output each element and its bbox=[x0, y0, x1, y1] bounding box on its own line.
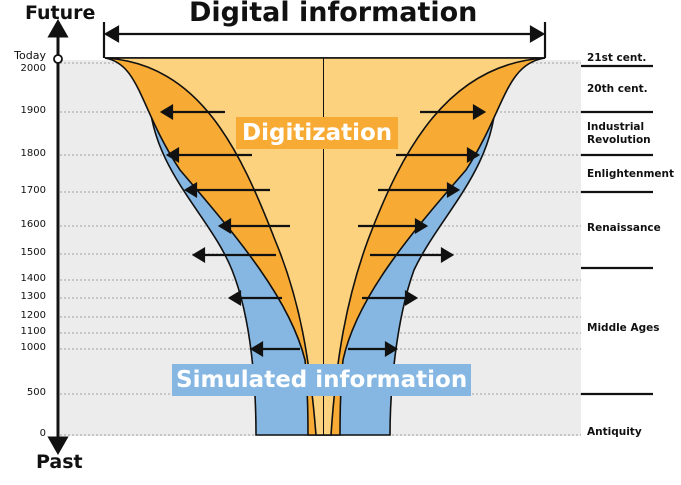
today-marker bbox=[53, 54, 63, 64]
year-label: 1100 bbox=[20, 326, 46, 337]
year-label: 0 bbox=[39, 428, 46, 439]
year-label: 1800 bbox=[20, 148, 46, 159]
era-ticks bbox=[581, 64, 653, 396]
right-digitization-arrows bbox=[348, 104, 487, 357]
era-label: 20th cent. bbox=[587, 83, 648, 95]
left-digitization-arrows bbox=[159, 104, 300, 357]
year-label: 500 bbox=[26, 387, 46, 398]
time-axis bbox=[47, 18, 69, 456]
year-label: 1300 bbox=[20, 291, 46, 302]
today-label: Today bbox=[14, 49, 46, 62]
year-label: 1500 bbox=[20, 247, 46, 258]
digitization-label: Digitization bbox=[236, 117, 399, 149]
year-label: 2000 bbox=[20, 63, 46, 74]
year-label: 1200 bbox=[20, 310, 46, 321]
digital-information-span-arrow bbox=[102, 22, 547, 58]
year-label: 1900 bbox=[20, 105, 46, 116]
digital-information-title: Digital information bbox=[189, 0, 478, 28]
era-label: Renaissance bbox=[587, 222, 661, 234]
era-label: 21st cent. bbox=[587, 52, 647, 64]
simulated-information-label: Simulated information bbox=[172, 364, 472, 396]
digital-information-region bbox=[104, 57, 546, 436]
era-label: Industrial Revolution bbox=[587, 121, 651, 146]
year-label: 1400 bbox=[20, 273, 46, 284]
future-label: Future bbox=[25, 2, 96, 24]
era-label: Enlightenment bbox=[587, 168, 675, 180]
era-label: Antiquity bbox=[587, 426, 642, 438]
year-label: 1000 bbox=[20, 342, 46, 353]
past-label: Past bbox=[36, 451, 83, 473]
year-label: 1700 bbox=[20, 185, 46, 196]
year-label: 1600 bbox=[20, 219, 46, 230]
era-label: Middle Ages bbox=[587, 322, 660, 334]
